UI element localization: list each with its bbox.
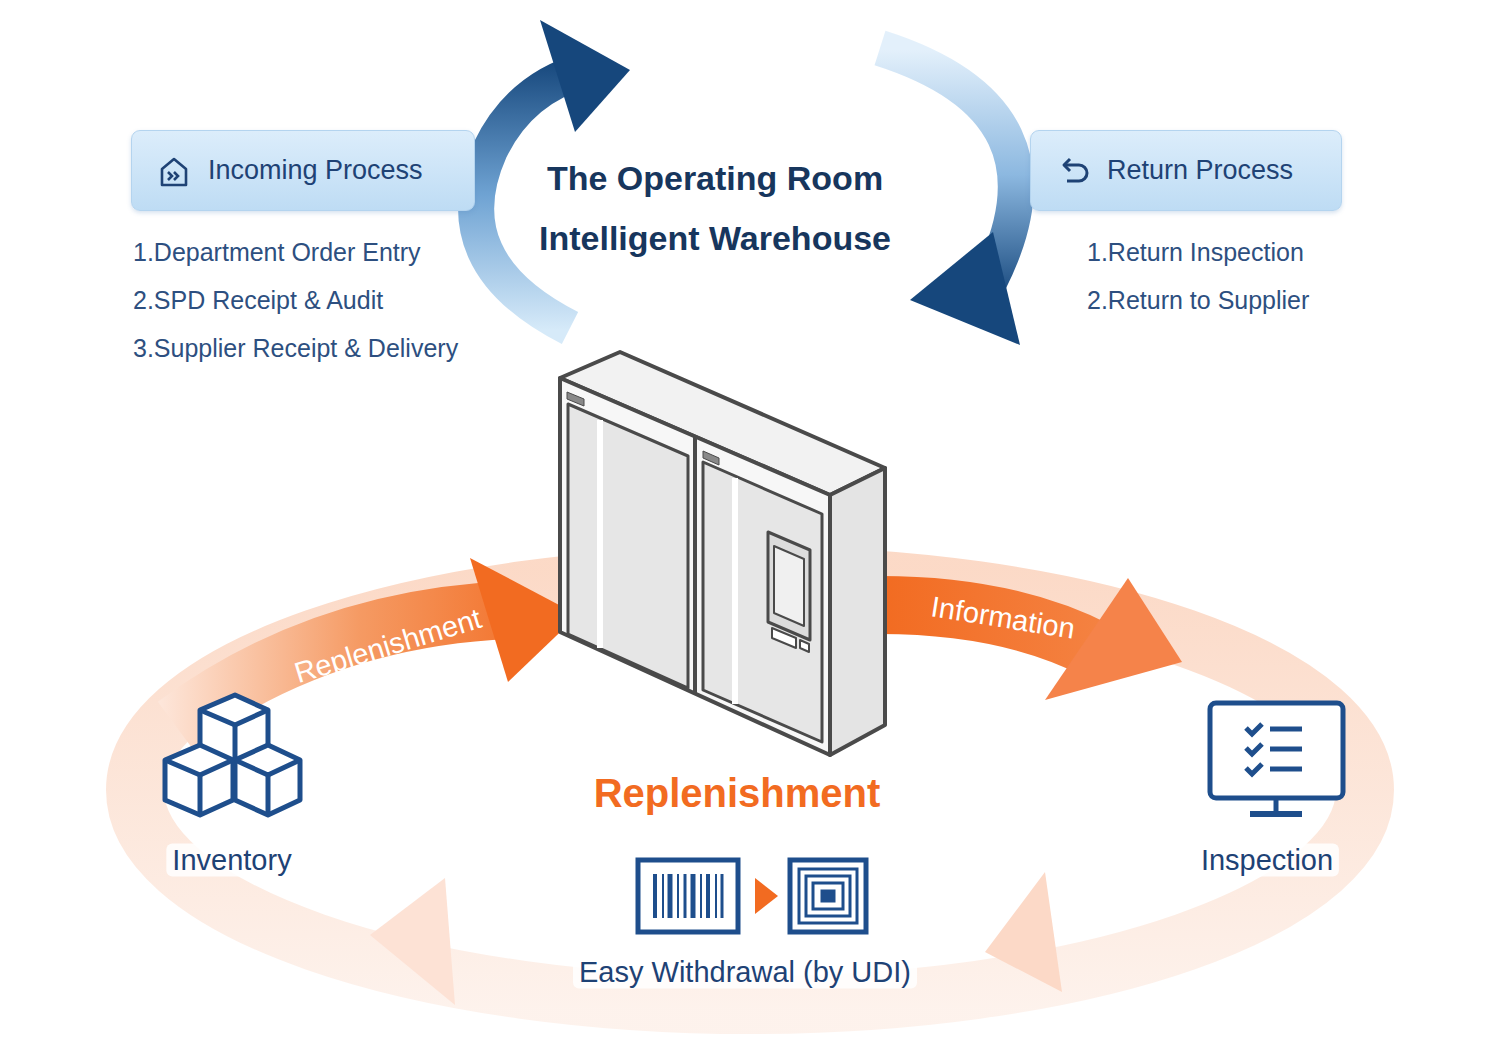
diagram-title: The Operating Room Intelligent Warehouse <box>505 148 925 268</box>
inspection-icon <box>1210 703 1343 814</box>
process-step: 1.Department Order Entry <box>133 238 421 267</box>
process-step: 2.SPD Receipt & Audit <box>133 286 383 315</box>
process-step: 2.Return to Supplier <box>1087 286 1309 315</box>
icon-caption: Easy Withdrawal (by UDI) <box>573 956 917 989</box>
inventory-icon <box>165 695 300 815</box>
process-step: 1.Return Inspection <box>1087 238 1304 267</box>
process-box: Return Process <box>1030 130 1342 211</box>
process-title: Incoming Process <box>208 155 423 186</box>
process-title: Return Process <box>1107 155 1293 186</box>
cabinet <box>560 352 885 755</box>
process-box: Incoming Process <box>131 130 475 211</box>
center-label: Replenishment <box>594 771 881 816</box>
rfid-chip <box>799 869 857 923</box>
process-step: 3.Supplier Receipt & Delivery <box>133 334 458 363</box>
barcode <box>655 874 722 918</box>
icon-caption: Inventory <box>166 844 297 877</box>
process-icon <box>156 153 192 189</box>
process-arcs <box>476 20 1020 345</box>
udi-icons <box>638 860 866 932</box>
process-icon <box>1055 153 1091 189</box>
icon-caption: Inspection <box>1195 844 1339 877</box>
